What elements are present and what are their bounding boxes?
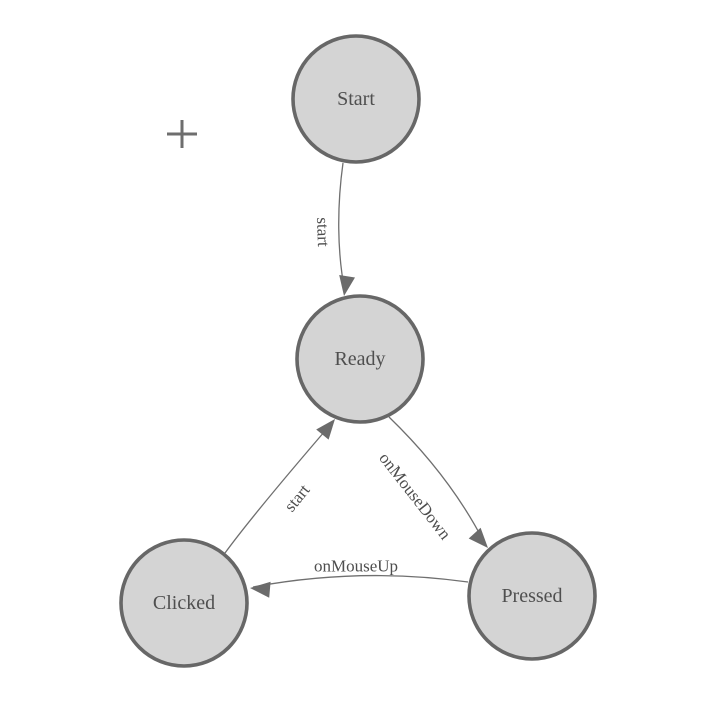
state-label-start: Start — [337, 88, 375, 110]
transition-edge-clicked-to-ready[interactable] — [224, 423, 332, 554]
arrowhead-icon-ready-to-pressed — [468, 527, 488, 548]
crosshair-cursor-icon — [167, 120, 197, 148]
state-node-ready[interactable]: Ready — [295, 294, 425, 424]
state-node-pressed[interactable]: Pressed — [467, 531, 597, 661]
transition-edge-ready-to-pressed[interactable] — [388, 416, 485, 543]
transition-ready-to-pressed[interactable]: onMouseDown — [375, 416, 488, 548]
transition-label-ready-to-pressed: onMouseDown — [375, 449, 455, 544]
state-label-clicked: Clicked — [153, 592, 215, 614]
state-circle-ready[interactable] — [295, 294, 425, 424]
state-node-start[interactable]: Start — [291, 34, 421, 164]
transition-pressed-to-clicked[interactable]: onMouseUp — [250, 557, 469, 598]
transition-clicked-to-ready[interactable]: start — [224, 419, 335, 554]
transition-edge-pressed-to-clicked[interactable] — [252, 574, 469, 588]
transition-label-start-to-ready: start — [313, 217, 333, 247]
state-circle-pressed[interactable] — [467, 531, 597, 661]
arrowhead-icon-start-to-ready — [339, 275, 355, 296]
transition-edge-start-to-ready[interactable] — [338, 162, 346, 293]
state-label-ready: Ready — [334, 348, 385, 370]
transition-label-clicked-to-ready: start — [280, 480, 313, 515]
transition-label-pressed-to-clicked: onMouseUp — [314, 557, 398, 576]
state-node-clicked[interactable]: Clicked — [119, 538, 249, 668]
arrowhead-icon-clicked-to-ready — [316, 419, 335, 440]
state-circle-start[interactable] — [291, 34, 421, 164]
transition-start-to-ready[interactable]: start — [313, 162, 355, 296]
arrowhead-icon-pressed-to-clicked — [250, 581, 271, 598]
state-label-pressed: Pressed — [501, 585, 562, 607]
state-circle-clicked[interactable] — [119, 538, 249, 668]
